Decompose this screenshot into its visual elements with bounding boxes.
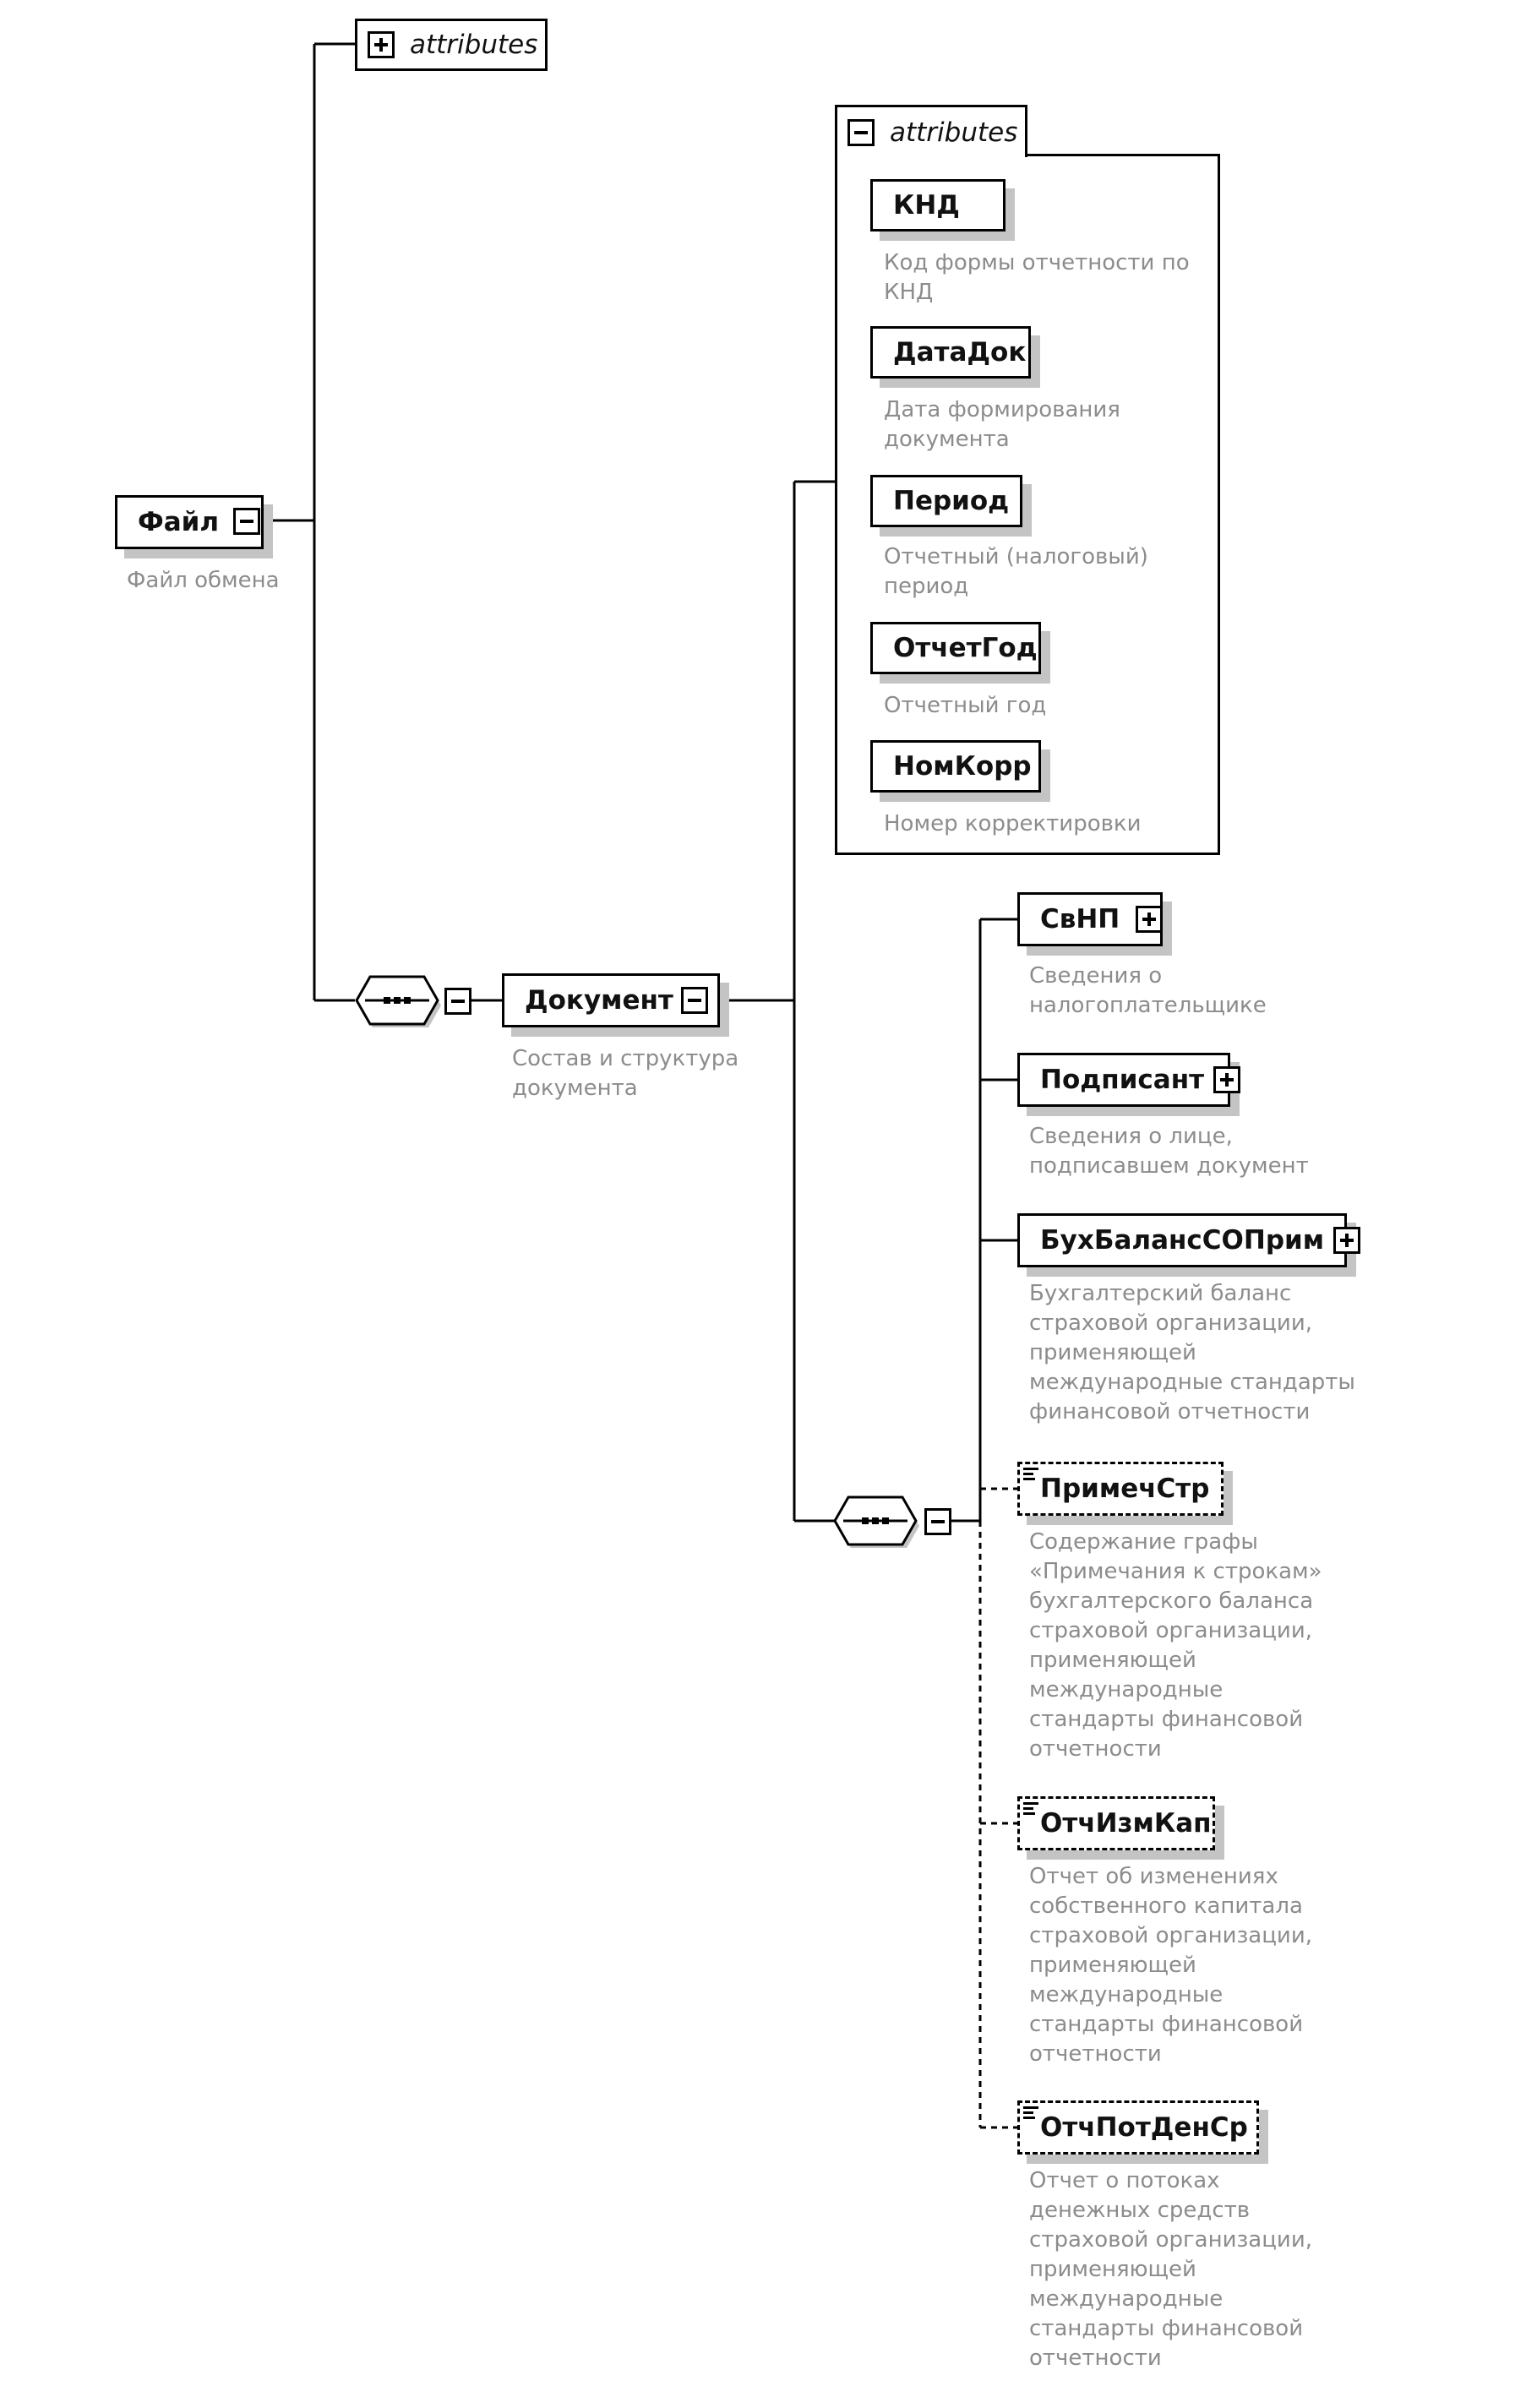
- root-element-fajl[interactable]: Файл: [115, 495, 264, 549]
- element-buhbalanssoprim-desc: Бухгалтерский баланс страховой организац…: [1029, 1281, 1355, 1425]
- element-content-icon: [1023, 1802, 1038, 1817]
- attribute-knd[interactable]: КНД: [870, 179, 1006, 232]
- element-otchpotdensr-desc: Отчет о потоках денежных средств страхов…: [1029, 2168, 1312, 2371]
- root-attributes-label: attributes: [410, 30, 538, 60]
- attribute-nomkorr[interactable]: НомКорр: [870, 740, 1041, 793]
- expand-plus-icon[interactable]: [368, 31, 395, 58]
- sequence-collapse-minus-icon[interactable]: [924, 1508, 951, 1535]
- root-element-name: Файл: [138, 506, 220, 537]
- collapse-minus-icon[interactable]: [233, 508, 260, 535]
- element-otchizmkap-desc: Отчет об изменениях собственного капитал…: [1029, 1864, 1312, 2067]
- sequence-collapse-minus-icon[interactable]: [444, 988, 471, 1015]
- expand-plus-icon[interactable]: [1136, 906, 1163, 933]
- element-podpisant-desc: Сведения о лице, подписавшем документ: [1029, 1124, 1309, 1179]
- element-dokument-desc: Состав и структура документа: [512, 1046, 739, 1101]
- sequence-compositor-icon: [355, 975, 441, 1027]
- element-otchizmkap[interactable]: ОтчИзмКап: [1017, 1796, 1215, 1850]
- document-attributes-expanded: [835, 154, 1220, 855]
- element-buhbalanssoprim[interactable]: БухБалансСОПрим: [1017, 1213, 1347, 1267]
- attribute-otchetgod[interactable]: ОтчетГод: [870, 622, 1041, 674]
- sequence-compositor-icon: [833, 1495, 919, 1548]
- element-primechstr[interactable]: ПримечСтр: [1017, 1462, 1224, 1516]
- expand-plus-icon[interactable]: [1213, 1066, 1240, 1093]
- element-primechstr-desc: Содержание графы «Примечания к строкам» …: [1029, 1529, 1322, 1762]
- element-podpisant[interactable]: Подписант: [1017, 1053, 1230, 1107]
- element-content-icon: [1023, 2106, 1038, 2122]
- expand-plus-icon[interactable]: [1333, 1227, 1360, 1254]
- root-attributes-collapsed[interactable]: attributes: [355, 19, 548, 71]
- element-content-icon: [1023, 1468, 1038, 1483]
- attribute-datadok-desc: Дата формирования документа: [884, 397, 1120, 452]
- collapse-minus-icon[interactable]: [847, 118, 875, 146]
- collapse-minus-icon[interactable]: [681, 987, 708, 1014]
- attribute-period[interactable]: Период: [870, 475, 1022, 527]
- document-attributes-tab[interactable]: attributes: [835, 105, 1027, 157]
- attribute-datadok[interactable]: ДатаДок: [870, 326, 1031, 379]
- element-otchpotdensr[interactable]: ОтчПотДенСр: [1017, 2100, 1259, 2155]
- attribute-knd-desc: Код формы отчетности по КНД: [884, 250, 1190, 305]
- element-dokument[interactable]: Документ: [502, 973, 720, 1027]
- attribute-period-desc: Отчетный (налоговый) период: [884, 544, 1148, 599]
- attribute-otchetgod-desc: Отчетный год: [884, 693, 1047, 718]
- root-element-desc: Файл обмена: [127, 568, 280, 593]
- document-attributes-label: attributes: [890, 117, 1018, 148]
- element-dokument-name: Документ: [525, 984, 673, 1016]
- element-svnp-desc: Сведения о налогоплательщике: [1029, 963, 1267, 1018]
- attribute-nomkorr-desc: Номер корректировки: [884, 811, 1142, 836]
